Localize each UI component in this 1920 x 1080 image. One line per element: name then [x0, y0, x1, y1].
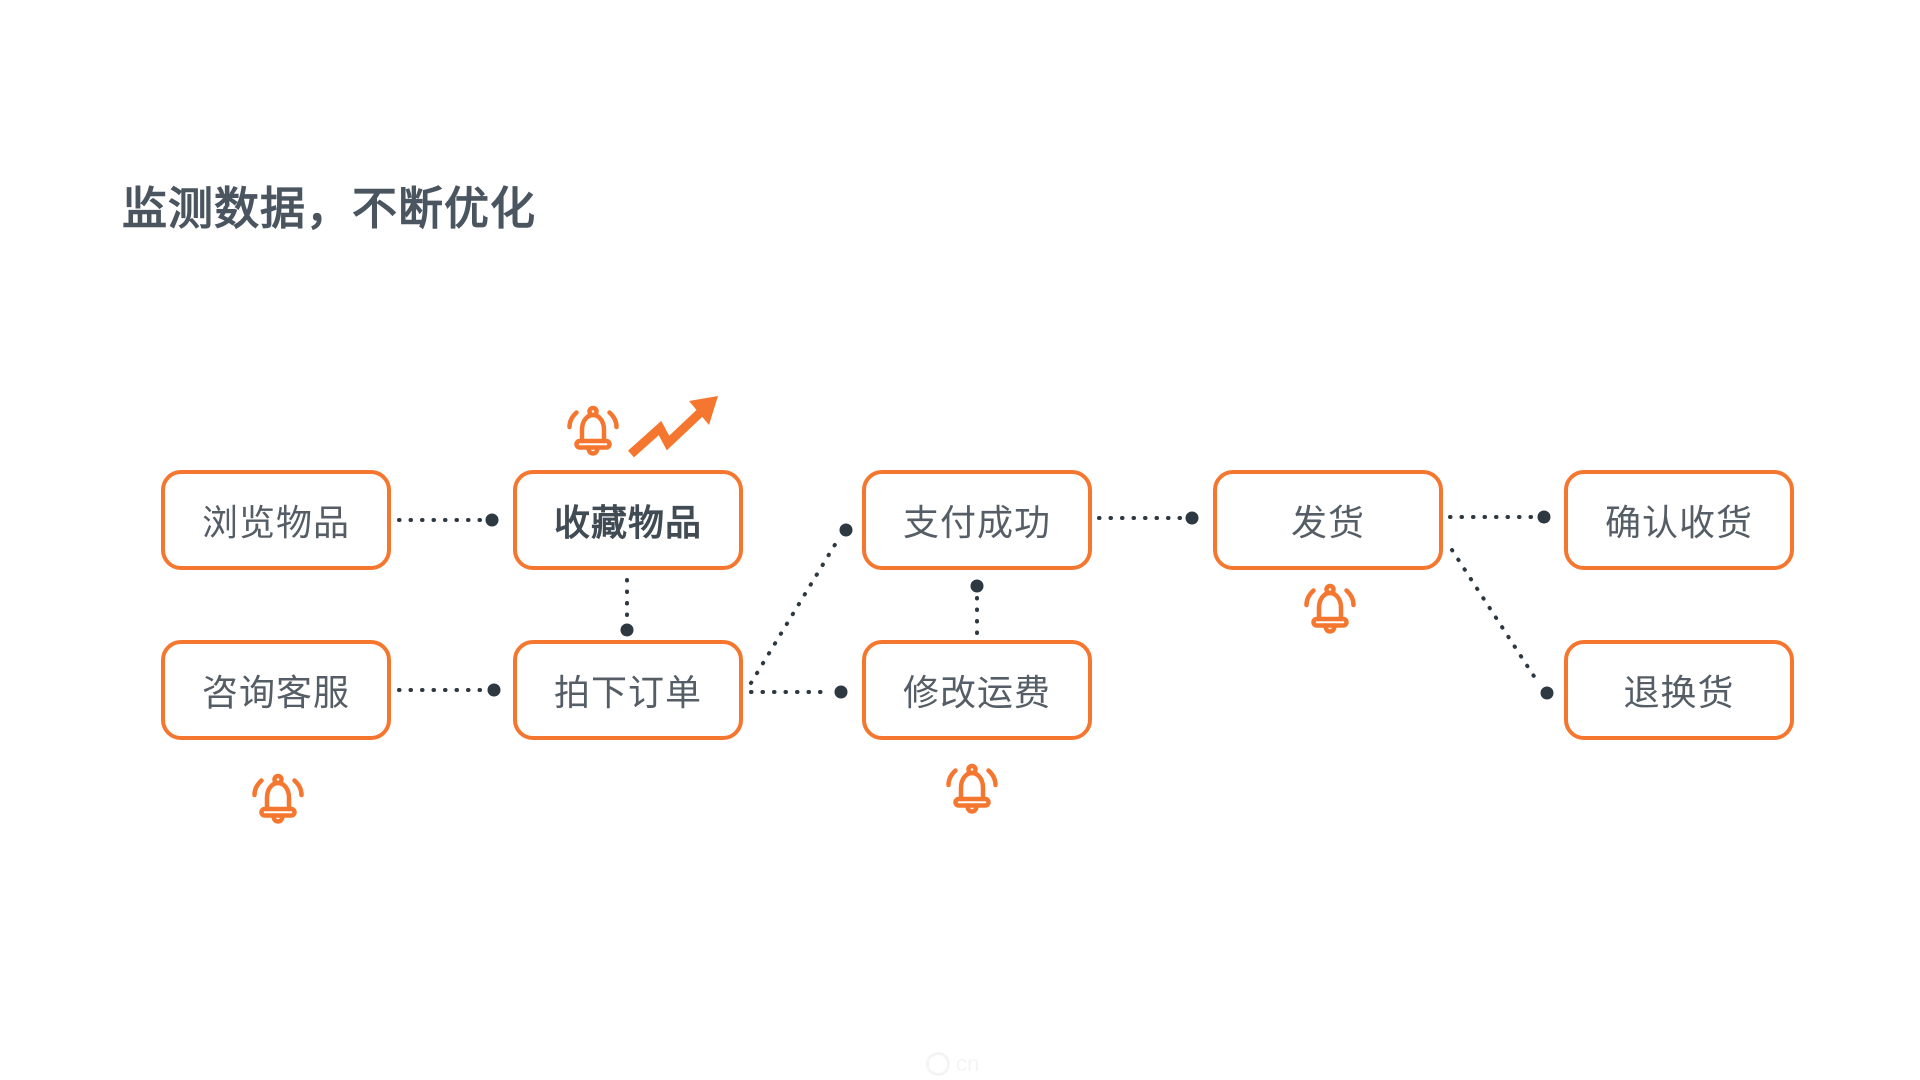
watermark: cn [926, 1048, 996, 1080]
edge-fee-to-pay [970, 579, 984, 635]
flow-node-payment-success: 支付成功 [862, 470, 1092, 570]
flow-node-ship-goods: 发货 [1213, 470, 1443, 570]
edge-pay-to-ship [1097, 511, 1199, 525]
watermark-logo [926, 1052, 950, 1076]
bell-icon [248, 770, 308, 830]
flow-node-confirm-receipt: 确认收货 [1564, 470, 1794, 570]
bell-icon [942, 760, 1002, 820]
bell-icon [1300, 580, 1360, 640]
flow-node-browse-items: 浏览物品 [161, 470, 391, 570]
edge-browse-to-favorite [397, 513, 499, 527]
flow-node-modify-shipping-fee: 修改运费 [862, 640, 1092, 740]
flow-node-place-order: 拍下订单 [513, 640, 743, 740]
bell-icon [563, 402, 623, 462]
edge-ship-to-return [1450, 548, 1554, 700]
watermark-text: cn [956, 1051, 979, 1077]
edge-consult-to-order [397, 683, 501, 697]
edge-order-to-fee [749, 685, 848, 699]
flow-node-favorite-items: 收藏物品 [513, 470, 743, 570]
edge-favorite-to-order [620, 578, 634, 637]
trend-up-arrow-icon [627, 396, 718, 458]
flow-node-return-exchange: 退换货 [1564, 640, 1794, 740]
flow-node-consult-service: 咨询客服 [161, 640, 391, 740]
edge-ship-to-confirm [1448, 510, 1551, 524]
page-title: 监测数据，不断优化 [122, 183, 537, 234]
edge-order-to-pay [749, 523, 853, 685]
